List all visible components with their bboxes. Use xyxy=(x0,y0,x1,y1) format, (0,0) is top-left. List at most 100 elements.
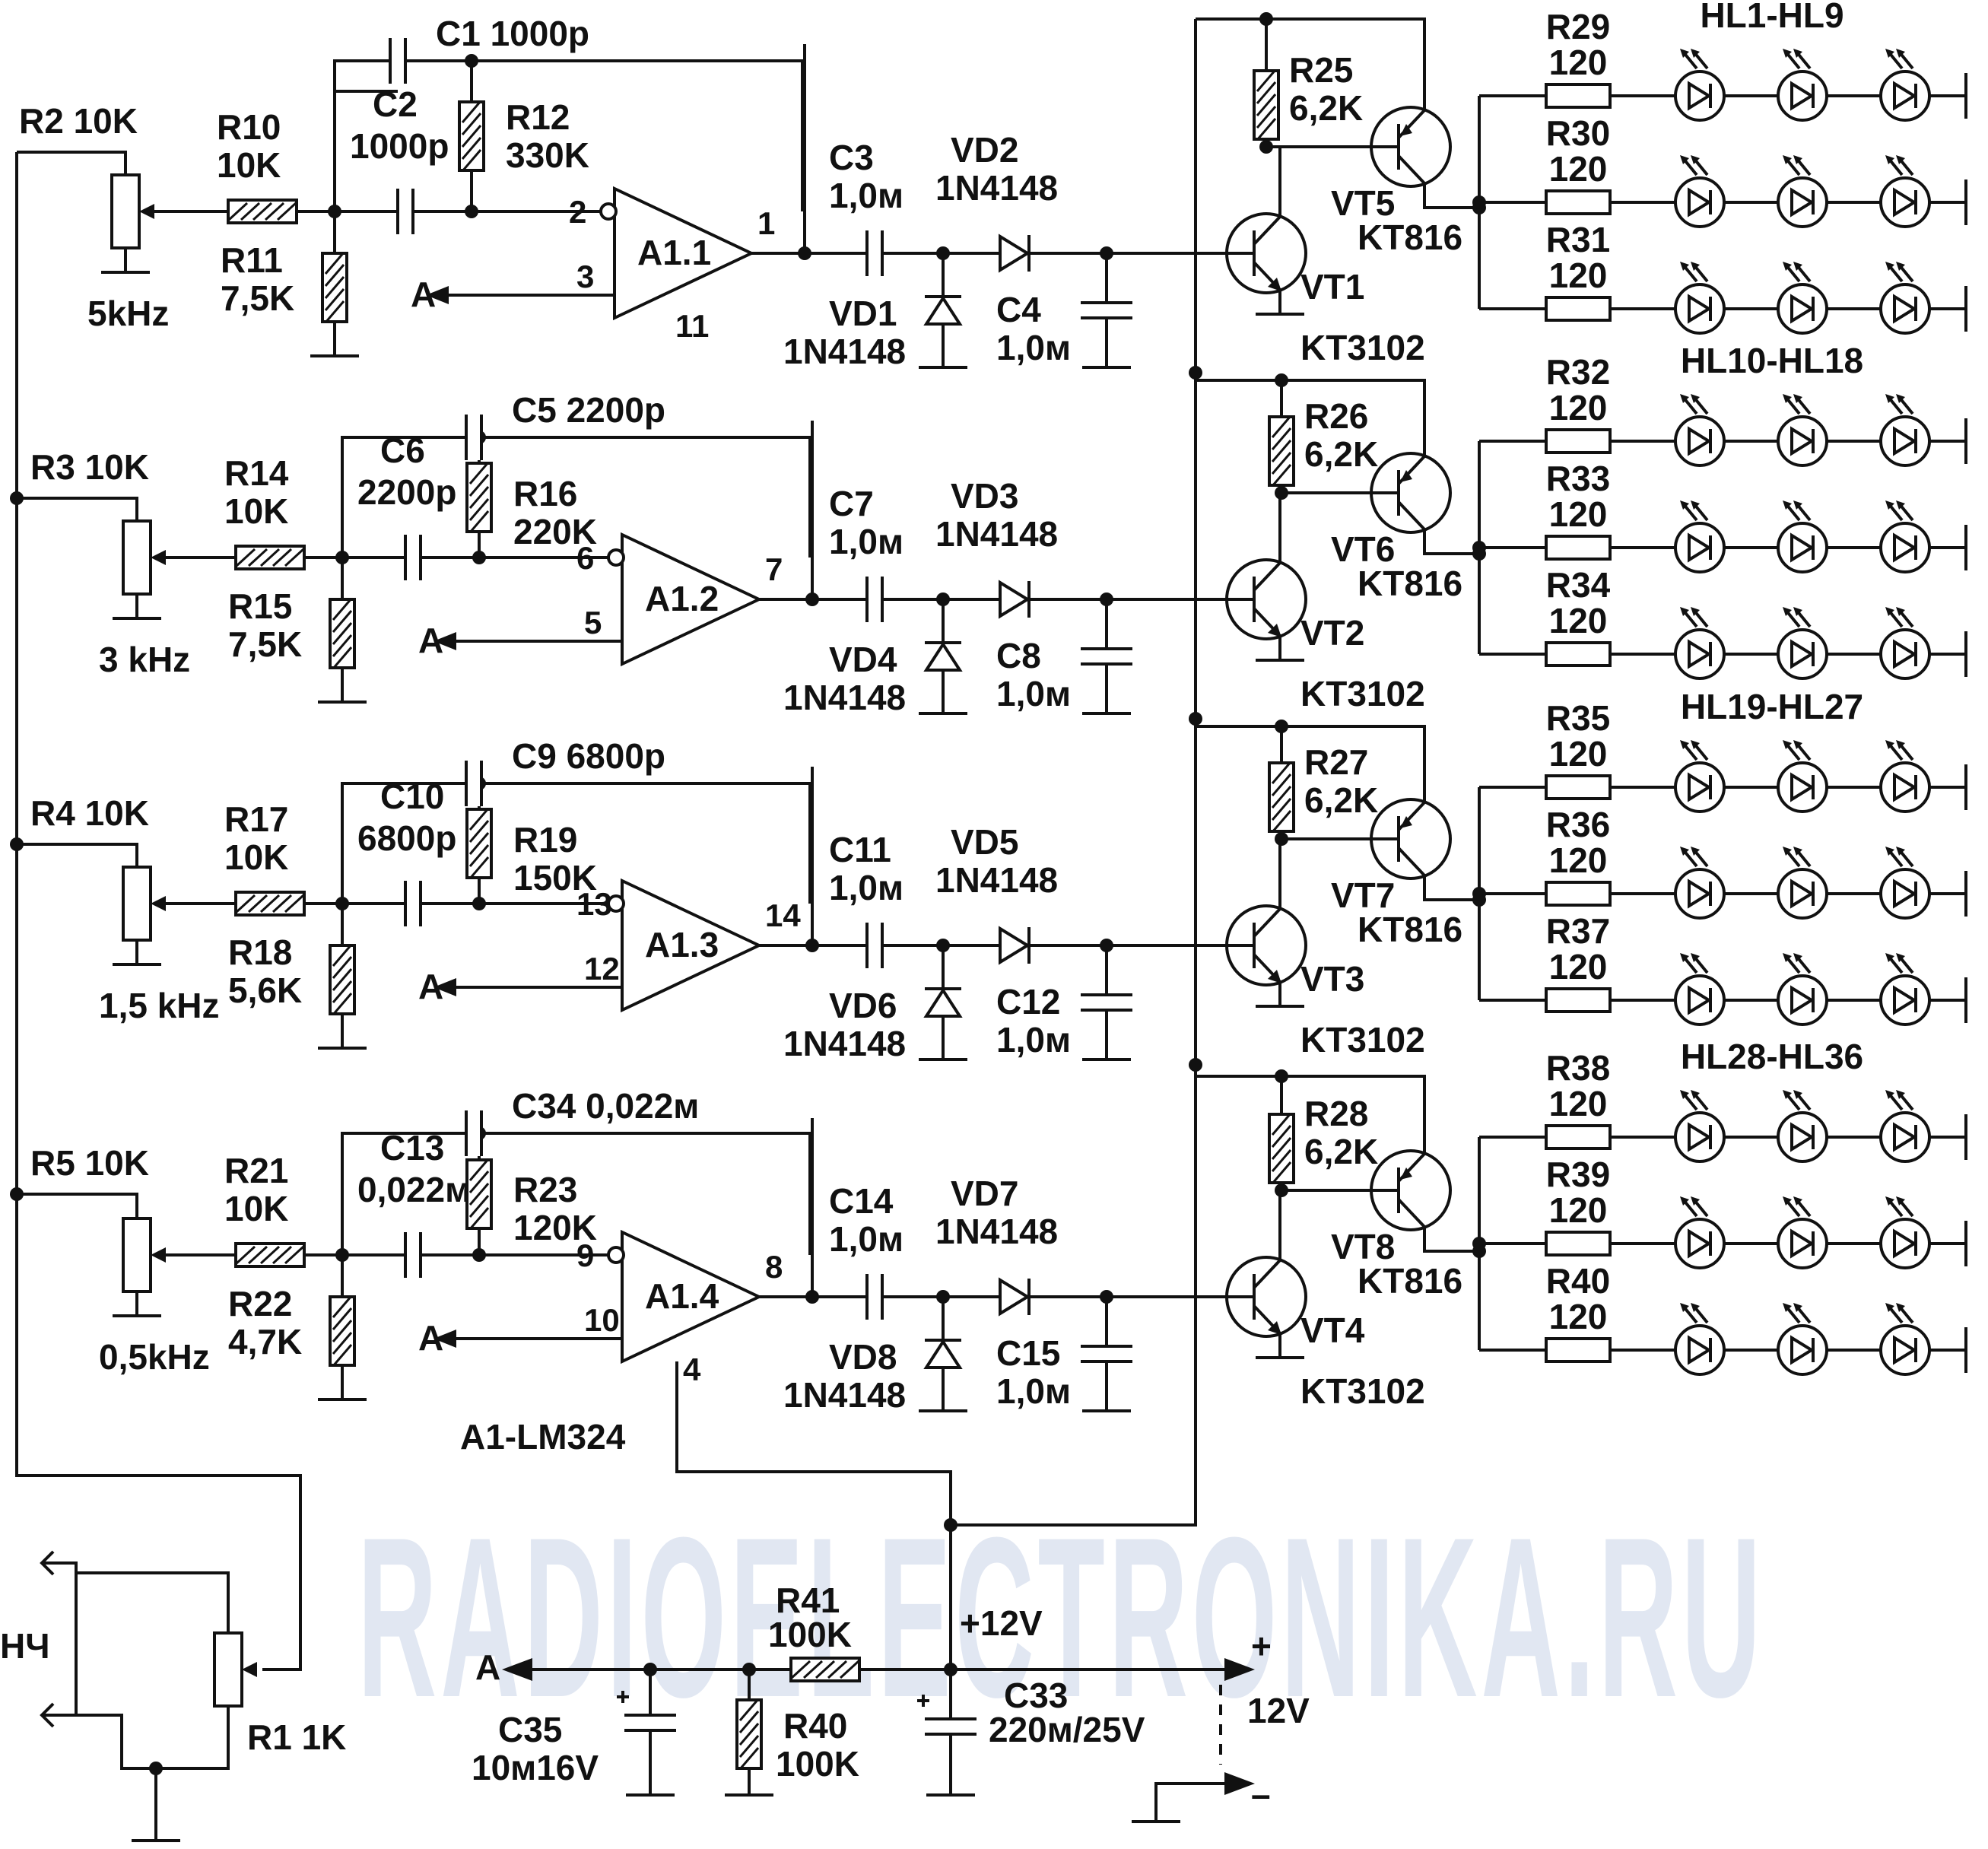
label-cc-value: 1,0м xyxy=(829,1219,903,1259)
label-rin-value: 10K xyxy=(224,491,288,531)
label-rfb-name: R19 xyxy=(513,820,577,859)
label-opamp: A1.4 xyxy=(645,1276,719,1316)
opamp-supply xyxy=(675,1361,952,1670)
label-net-a: A xyxy=(418,967,443,1006)
label-vt-npn-name: VT1 xyxy=(1300,267,1364,307)
capacitor-c34 xyxy=(465,1110,483,1156)
supply-rail xyxy=(951,19,1197,1527)
led xyxy=(1879,155,1931,228)
label-vd-series-name: VD3 xyxy=(951,476,1018,516)
led xyxy=(1674,740,1726,813)
label-pin-out: 7 xyxy=(765,551,783,587)
label-vt-npn-value: KT3102 xyxy=(1300,328,1425,367)
led xyxy=(1674,1303,1726,1376)
label-chip: A1-LM324 xyxy=(460,1417,626,1457)
led xyxy=(1879,953,1931,1026)
label-rgnd-value: 7,5K xyxy=(221,278,294,318)
label-rfb-value: 220K xyxy=(513,512,597,551)
transistor-vt5 xyxy=(1370,106,1452,188)
label-opamp: A1.3 xyxy=(645,925,719,964)
label-input: НЧ xyxy=(0,1626,50,1666)
label-pin-inv: 6 xyxy=(576,540,594,576)
label-cc-name: C11 xyxy=(829,830,891,869)
label-vd-shunt-name: VD1 xyxy=(829,294,897,333)
label-cf-name: C15 xyxy=(996,1333,1060,1373)
led xyxy=(1777,740,1828,813)
capacitor-c12 xyxy=(1081,993,1132,1012)
opamp-a1-3 xyxy=(607,878,763,1013)
label-rgnd-name: R22 xyxy=(228,1284,292,1323)
transistor-vt7 xyxy=(1370,798,1452,880)
led xyxy=(1674,953,1726,1026)
label-pin-ref: 10 xyxy=(584,1302,620,1338)
pnp-collector xyxy=(1423,183,1479,209)
label-cc-value: 1,0м xyxy=(829,522,903,561)
pnp-emitter xyxy=(1281,379,1426,456)
led xyxy=(1879,607,1931,680)
label-rb-value: 6,2K xyxy=(1304,780,1378,820)
diode-vd2 xyxy=(999,234,1031,273)
label-vt-npn-value: KT3102 xyxy=(1300,1371,1425,1411)
label-rb-name: R28 xyxy=(1304,1094,1368,1133)
led xyxy=(1879,1090,1931,1163)
led xyxy=(1674,607,1726,680)
resistor-r40 xyxy=(1545,1337,1612,1363)
label-pin-out: 1 xyxy=(757,205,775,241)
led xyxy=(1777,49,1828,122)
junction-dot xyxy=(1189,366,1202,380)
pnp-emitter xyxy=(1281,1075,1426,1154)
arrow-plus xyxy=(1224,1658,1255,1681)
capacitor-c13 xyxy=(404,1232,422,1278)
capacitor-c2 xyxy=(396,189,414,234)
label-cin-value: 1000p xyxy=(350,126,449,166)
label-opamp: A1.2 xyxy=(645,579,719,618)
resistor-r12 xyxy=(458,100,485,172)
label-vd-shunt-name: VD8 xyxy=(829,1337,897,1377)
label-cin-name: C13 xyxy=(380,1128,444,1168)
label-pin-ref: 5 xyxy=(584,605,602,640)
label-rb-name: R25 xyxy=(1289,50,1353,90)
label-minus: – xyxy=(1251,1774,1271,1814)
led xyxy=(1777,1303,1828,1376)
led xyxy=(1674,847,1726,920)
pot-feed xyxy=(17,497,138,519)
resistor-r35 xyxy=(1545,774,1612,800)
led xyxy=(1777,262,1828,335)
label-c33-value: 220м/25V xyxy=(989,1710,1145,1749)
pot-r3 xyxy=(122,519,166,596)
label-cfb: C5 2200p xyxy=(512,390,665,430)
pnp-collector xyxy=(1423,1227,1479,1253)
led xyxy=(1674,1196,1726,1269)
label-pin-out: 14 xyxy=(765,897,801,933)
arrow-a xyxy=(426,286,449,304)
transistor-vt6 xyxy=(1370,452,1452,534)
capacitor-c6 xyxy=(404,535,422,580)
label-led-resistor-value: 120 xyxy=(1549,43,1608,82)
label-r3: R3 10K xyxy=(30,447,149,487)
arrow-a xyxy=(433,632,456,650)
led xyxy=(1777,1196,1828,1269)
label-pin-inv: 13 xyxy=(576,886,612,922)
label-led-group: HL28-HL36 xyxy=(1681,1037,1863,1076)
transistor-vt8 xyxy=(1370,1149,1452,1231)
label-vd-series-name: VD2 xyxy=(951,130,1018,170)
label-pin-out: 8 xyxy=(765,1249,783,1285)
label-vt-npn-name: VT4 xyxy=(1300,1311,1365,1350)
label-led-group: HL19-HL27 xyxy=(1681,687,1863,726)
transistor-vt4 xyxy=(1225,1256,1307,1338)
label-led-resistor-value: 120 xyxy=(1549,734,1608,774)
label-rin-name: R14 xyxy=(224,453,289,493)
label-led-resistor-name: R35 xyxy=(1546,698,1610,738)
label-vd-series-value: 1N4148 xyxy=(935,860,1058,900)
arrow-a xyxy=(433,1330,456,1348)
resistor-r10 xyxy=(227,199,298,224)
label-vd-shunt-value: 1N4148 xyxy=(783,678,906,717)
opamp-a1-4 xyxy=(607,1229,763,1365)
capacitor-c11 xyxy=(865,923,884,968)
capacitor-c1 xyxy=(389,38,407,84)
label-vt-npn-value: KT3102 xyxy=(1300,1020,1425,1060)
led xyxy=(1879,1196,1931,1269)
label-rgnd-name: R15 xyxy=(228,586,292,626)
label-vt-pnp-value: KT816 xyxy=(1358,1261,1462,1301)
